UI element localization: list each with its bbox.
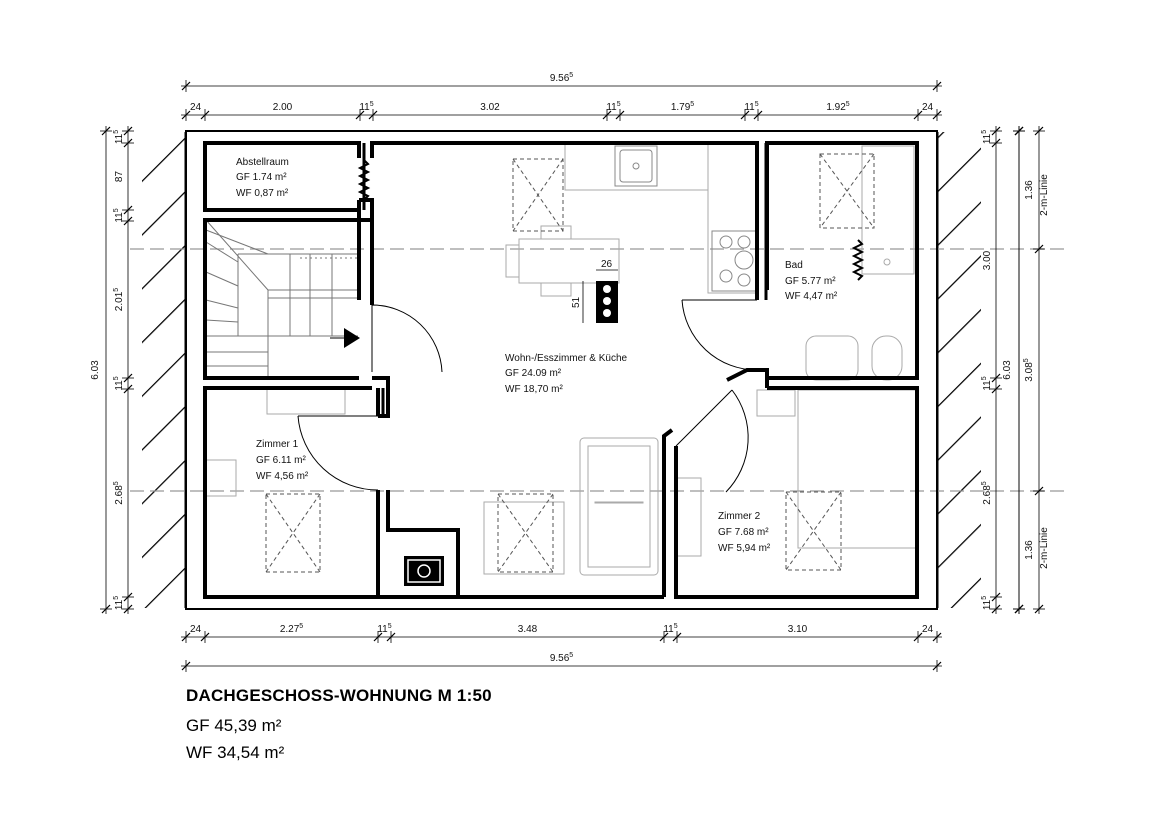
dimension-value: 115 — [663, 623, 677, 635]
dimension-value: 1.925 — [826, 101, 849, 113]
skylight-living — [497, 493, 554, 573]
room-name: Zimmer 2 — [718, 511, 761, 522]
skylight-bath — [819, 153, 875, 229]
chimney — [596, 281, 618, 323]
skylight-zimmer2 — [785, 491, 842, 571]
dimension-value: 3.02 — [480, 102, 500, 113]
roof-slope-right — [938, 132, 981, 608]
door-swing-zimmer2 — [675, 389, 749, 493]
dimension-value: 115 — [377, 623, 391, 635]
floor-plan: 26 51 Abstellraum GF 1.74 m² WF 0,87 m² … — [90, 72, 1065, 672]
skylights — [265, 153, 875, 573]
roof-slope-left — [142, 132, 185, 608]
dimension-value: 1.795 — [671, 101, 694, 113]
dimension-value: 2.685 — [113, 481, 125, 504]
door-swings — [297, 299, 758, 493]
dimension-value: 1.36 — [1024, 540, 1035, 560]
dimension-value: 24 — [190, 102, 202, 113]
bathtub — [861, 145, 915, 275]
kitchen-counter-right — [707, 142, 759, 294]
dimension-value: 3.10 — [788, 624, 808, 635]
dimension-value: 3.00 — [982, 250, 993, 270]
fireplace — [404, 556, 444, 586]
wardrobe-zimmer2 — [675, 477, 702, 557]
room-gf: GF 6.11 m² — [256, 455, 306, 466]
sliding-doors — [357, 159, 865, 281]
skylight-kitchen — [512, 158, 564, 232]
dimension-value: 115 — [606, 101, 620, 113]
dimension-value: 115 — [113, 130, 125, 144]
desk-zimmer1 — [266, 387, 346, 415]
dimension-value: 115 — [981, 596, 993, 610]
door-swing-stairs — [371, 304, 443, 373]
dimension-value: 9.565 — [550, 652, 573, 664]
dimension-value: 2.685 — [981, 481, 993, 504]
washbasin — [805, 335, 859, 381]
sliding-door-abstellraum — [357, 159, 371, 201]
dimension-value: 9.565 — [550, 72, 573, 84]
dimension-value: 3.085 — [1023, 358, 1035, 381]
dimension-value: 6.03 — [1002, 360, 1013, 380]
sliding-door-bad — [851, 239, 865, 281]
room-gf: GF 1.74 m² — [236, 172, 287, 183]
dimension-value: 115 — [359, 101, 373, 113]
room-labels: Abstellraum GF 1.74 m² WF 0,87 m² Wohn-/… — [236, 157, 838, 554]
dimension-value: 115 — [981, 130, 993, 144]
total-wf: WF 34,54 m² — [186, 743, 285, 762]
two-meter-line-label: 2-m-Linie — [1039, 527, 1050, 569]
skylight-zimmer1 — [265, 493, 321, 573]
dimension-value: 115 — [113, 208, 125, 222]
room-name: Abstellraum — [236, 157, 289, 168]
room-name: Wohn-/Esszimmer & Küche — [505, 353, 628, 364]
toilet — [871, 335, 903, 381]
dimension-value: 115 — [113, 376, 125, 390]
dimension-value: 24 — [922, 624, 934, 635]
kitchen-sink — [614, 145, 658, 187]
outer-wall — [185, 130, 938, 610]
sofa — [579, 437, 659, 576]
nightstand — [756, 389, 796, 417]
room-name: Bad — [785, 260, 803, 271]
room-gf: GF 7.68 m² — [718, 527, 769, 538]
door-swing-bad — [681, 299, 758, 371]
room-wf: WF 4,56 m² — [256, 471, 309, 482]
total-gf: GF 45,39 m² — [186, 716, 282, 735]
room-name: Zimmer 1 — [256, 439, 299, 450]
furniture — [205, 142, 917, 576]
room-gf: GF 24.09 m² — [505, 368, 562, 379]
tv-console — [483, 501, 565, 575]
dimension-value: 1.36 — [1024, 180, 1035, 200]
room-wf: WF 4,47 m² — [785, 291, 838, 302]
dimension-value: 115 — [113, 596, 125, 610]
dimension-value: 24 — [190, 624, 202, 635]
dimension-value: 2.275 — [280, 623, 303, 635]
dimension-value: 115 — [744, 101, 758, 113]
room-wf: WF 0,87 m² — [236, 188, 289, 199]
chimney-width: 26 — [601, 259, 613, 270]
dimension-chain-bottom: 24 2.275 115 3.48 115 3.10 24 9.565 — [181, 623, 942, 672]
dimension-value: 2.015 — [113, 288, 125, 311]
dimension-value: 6.03 — [90, 360, 101, 380]
dimension-value: 115 — [981, 376, 993, 390]
staircase — [205, 219, 360, 378]
walls — [185, 130, 938, 610]
room-wf: WF 18,70 m² — [505, 384, 563, 395]
dimension-chain-right: 115 3.00 115 2.685 115 6.03 1.36 3.085 1.36 2-m-L… — [981, 126, 1050, 614]
two-meter-line-label: 2-m-Linie — [1039, 174, 1050, 216]
plan-title: DACHGESCHOSS-WOHNUNG M 1:50 — [186, 686, 492, 705]
room-wf: WF 5,94 m² — [718, 543, 771, 554]
room-gf: GF 5.77 m² — [785, 276, 836, 287]
dimension-value: 24 — [922, 102, 934, 113]
dimension-value: 3.48 — [518, 624, 538, 635]
door-swing-zimmer1 — [297, 415, 379, 491]
dimension-chain-left: 6.03 115 87 115 2.015 115 2.685 115 — [90, 126, 134, 614]
chimney-dimension — [582, 269, 618, 323]
bed-zimmer2 — [797, 389, 917, 549]
dimension-chain-top: 9.565 24 2.00 115 3.02 115 1.795 115 1.925 24 — [181, 72, 942, 121]
chimney-height: 51 — [571, 296, 582, 308]
dimension-value: 2.00 — [273, 102, 293, 113]
stair-direction-arrow — [344, 328, 360, 348]
dimension-value: 87 — [114, 171, 125, 183]
